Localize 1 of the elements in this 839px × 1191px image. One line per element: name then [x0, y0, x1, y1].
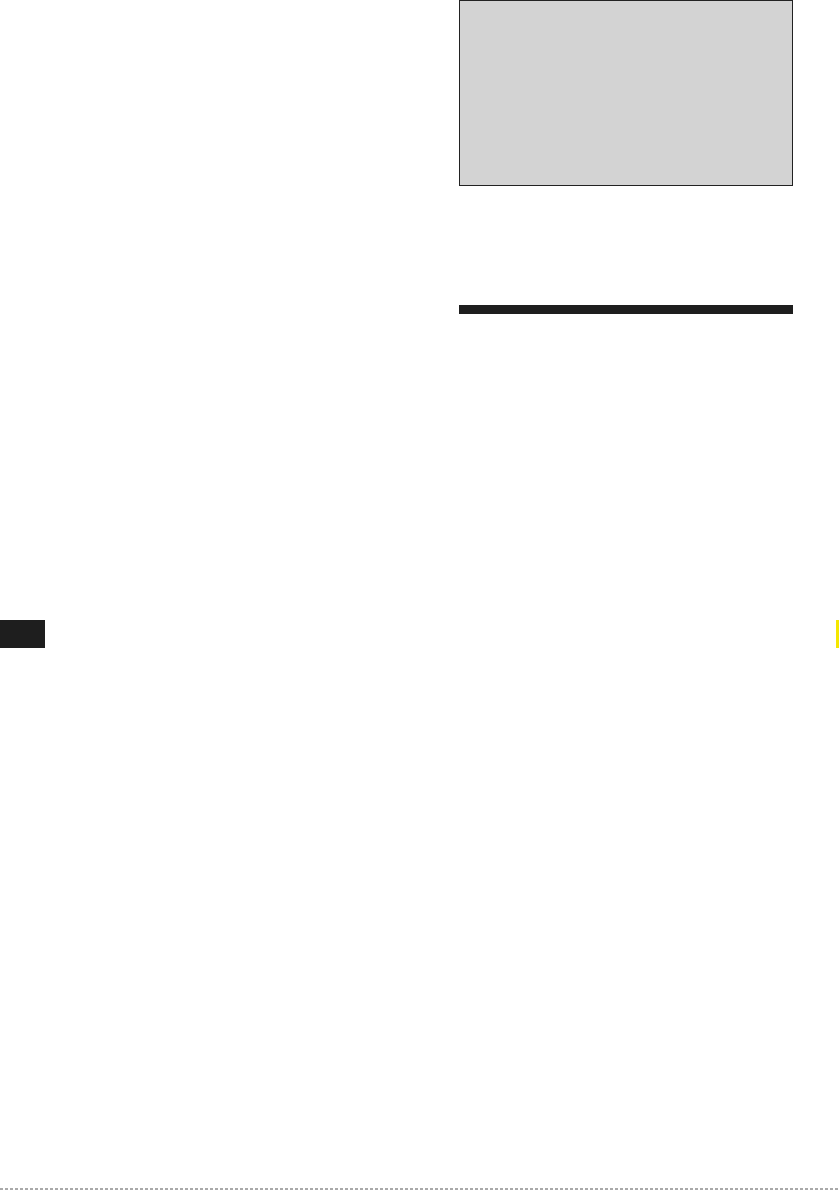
shaded-panel: [459, 0, 793, 186]
